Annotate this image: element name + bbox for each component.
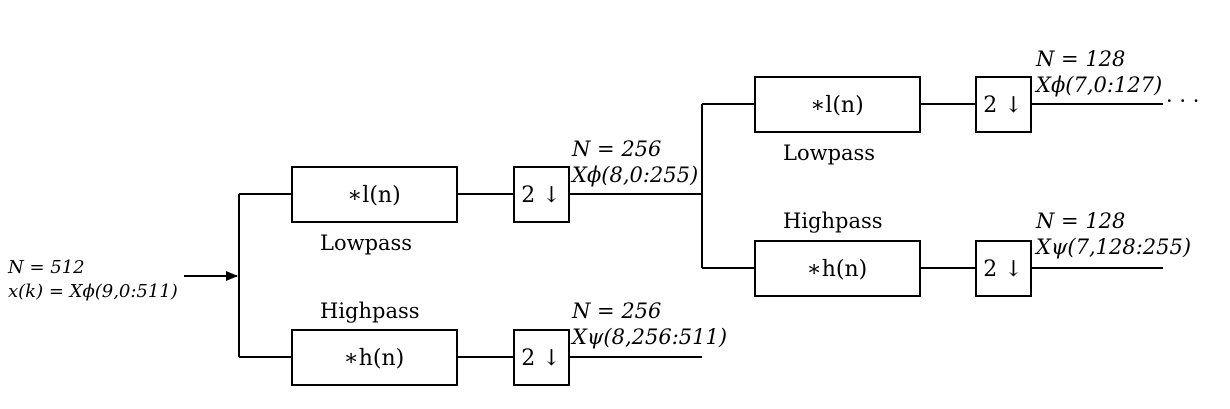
stage2-lowpass-downsample-text: 2 ↓: [983, 93, 1022, 118]
continuation-ellipsis: · · ·: [1166, 89, 1199, 113]
stage2-detail-signal: Xψ(7,128:255): [1034, 235, 1191, 259]
stage2-highpass-downsample-text: 2 ↓: [983, 257, 1022, 282]
input-length-label: N = 512: [7, 257, 85, 278]
stage1-approx-length: N = 256: [571, 137, 661, 161]
stage2-highpass-label: Highpass: [783, 209, 883, 233]
stage1-detail-signal: Xψ(8,256:511): [570, 325, 727, 349]
stage1-lowpass-downsample-text: 2 ↓: [521, 183, 560, 208]
stage1-lowpass-filter-box: [291, 166, 458, 223]
input-signal-label: x(k) = Xϕ(9,0:511): [8, 281, 178, 302]
stage1-highpass-downsample-text: 2 ↓: [521, 346, 560, 371]
stage1-highpass-label: Highpass: [320, 299, 420, 323]
stage1-lowpass-label: Lowpass: [320, 231, 412, 255]
stage2-highpass-downsample-box: [975, 240, 1032, 297]
stage2-lowpass-label: Lowpass: [783, 141, 875, 165]
stage2-approx-signal: Xϕ(7,0:127): [1034, 73, 1162, 97]
stage2-detail-length: N = 128: [1035, 209, 1125, 233]
stage2-highpass-filter-text: ∗h(n): [807, 257, 867, 282]
stage2-lowpass-downsample-box: [975, 76, 1032, 133]
stage1-approx-signal: Xϕ(8,0:255): [570, 163, 698, 187]
stage2-lowpass-filter-box: [754, 76, 921, 133]
stage1-lowpass-filter-text: ∗l(n): [347, 183, 400, 208]
stage2-highpass-filter-box: [754, 240, 921, 297]
stage2-lowpass-filter-text: ∗l(n): [810, 93, 863, 118]
stage2-approx-length: N = 128: [1035, 47, 1125, 71]
stage1-highpass-filter-text: ∗h(n): [344, 346, 404, 371]
stage1-detail-length: N = 256: [571, 299, 661, 323]
stage1-highpass-downsample-box: [513, 329, 570, 386]
